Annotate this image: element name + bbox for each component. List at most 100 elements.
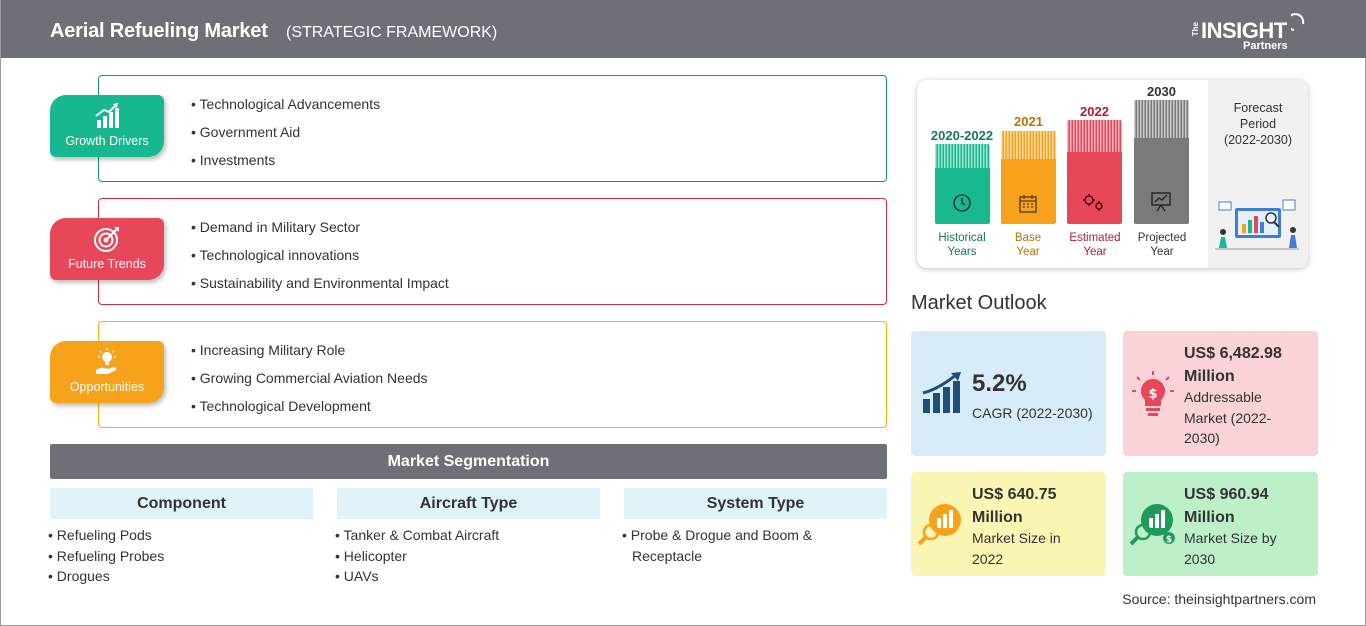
desc-line: Market Size by — [1184, 530, 1277, 546]
list-item: Demand in Military Sector — [191, 216, 449, 244]
segment-list: Probe & Drogue and Boom & Receptacle — [622, 525, 832, 566]
coin-magnifier-icon — [917, 504, 961, 546]
label-line: Period — [1239, 117, 1277, 131]
list-item: Technological Development — [191, 395, 428, 423]
list-item: UAVs — [335, 566, 600, 587]
timeline-label: Projected Year — [1126, 231, 1198, 259]
list-item: Drogues — [48, 566, 313, 587]
segment-list: Refueling Pods Refueling Probes Drogues — [48, 525, 313, 587]
label-line: Year — [1016, 246, 1040, 258]
size-2030-value: US$ 960.94 Million — [1184, 483, 1269, 529]
timeline-year: 2022 — [1080, 104, 1109, 119]
timeline-label: Historical Years — [927, 231, 997, 259]
idea-dollar-icon: $ — [1132, 371, 1174, 416]
timeline-bar — [1067, 120, 1122, 224]
growth-drivers-badge: Growth Drivers — [50, 95, 164, 157]
addressable-value: US$ 6,482.98 Million — [1184, 342, 1282, 388]
timeline-year: 2021 — [1014, 114, 1043, 129]
timeline-year: 2030 — [1147, 84, 1176, 99]
source-citation: Source: theinsightpartners.com — [1122, 591, 1316, 607]
list-item: Increasing Military Role — [191, 339, 428, 367]
label-line: Base — [1014, 232, 1042, 244]
bar-growth-icon — [922, 372, 961, 413]
timeline-bar — [1001, 131, 1056, 224]
future-trends-list: Demand in Military Sector Technological … — [191, 216, 449, 300]
desc-line: 2030 — [1184, 550, 1216, 567]
segment-title: Component — [50, 488, 313, 519]
timeline-year: 2020-2022 — [930, 128, 994, 143]
timeline-bar — [1134, 100, 1189, 224]
market-size-2022-card: US$ 640.75 Million Market Size in 2022 — [911, 472, 1106, 576]
growth-drivers-list: Technological Advancements Government Ai… — [191, 93, 381, 177]
value-line: Million — [1184, 509, 1235, 526]
size-2030-desc: Market Size by 2030 — [1184, 528, 1277, 569]
clock-history-icon — [953, 194, 971, 212]
value-line: Million — [1184, 368, 1235, 385]
list-item: Investments — [191, 149, 380, 177]
list-item: Technological Advancements — [191, 93, 381, 121]
desc-line: Addressable — [1184, 389, 1262, 405]
insight-partners-logo: The INSIGHT Partners — [1191, 10, 1311, 52]
list-item: Refueling Pods — [48, 525, 313, 546]
list-item: Sustainability and Environmental Impact — [191, 272, 449, 300]
badge-label: Future Trends — [68, 257, 146, 271]
list-item: Government Aid — [191, 121, 380, 149]
timeline-year-estimated: 2022 — [1067, 104, 1122, 119]
analytics-people-icon — [1215, 199, 1299, 250]
timeline-year-base: 2021 — [1001, 114, 1056, 129]
list-item: Technological innovations — [191, 244, 449, 272]
list-item: Probe & Drogue and Boom & Receptacle — [622, 525, 832, 566]
segmentation-header: Market Segmentation — [50, 444, 887, 479]
label-line: Years — [947, 246, 977, 258]
label-line: Historical — [938, 232, 986, 244]
cagr-value: 5.2% — [972, 370, 1027, 397]
list-item: Helicopter — [335, 546, 600, 567]
future-trends-badge: Future Trends — [50, 218, 164, 280]
label-line: Estimated — [1069, 232, 1121, 244]
calendar-icon — [1019, 195, 1037, 213]
segment-system-type: System Type Probe & Drogue and Boom & Re… — [624, 488, 887, 566]
logo-arc-icon — [1291, 13, 1305, 31]
segment-title: Aircraft Type — [337, 488, 600, 519]
target-icon — [94, 227, 119, 252]
list-item: Tanker & Combat Aircraft — [335, 525, 600, 546]
segment-title: System Type — [624, 488, 887, 519]
timeline-bar — [935, 144, 990, 224]
bar-stripes — [1134, 100, 1189, 138]
timeline-year-projected: 2030 — [1134, 84, 1189, 99]
value-line: US$ 6,482.98 — [1184, 345, 1282, 362]
header-bar: Aerial Refueling Market (STRATEGIC FRAME… — [1, 0, 1366, 58]
segment-component: Component Refueling Pods Refueling Probe… — [50, 488, 313, 587]
label-line: Forecast — [1233, 101, 1283, 115]
value-line: Million — [972, 509, 1023, 526]
size-2022-desc: Market Size in 2022 — [972, 528, 1061, 569]
list-item: Growing Commercial Aviation Needs — [191, 367, 428, 395]
opportunities-badge: Opportunities — [50, 341, 164, 403]
badge-label: Growth Drivers — [65, 134, 149, 148]
label-line: (2022-2030) — [1223, 133, 1293, 147]
badge-label: Opportunities — [69, 380, 145, 394]
timeline-card: 2020-2022 Historical Years 2021 — [917, 80, 1308, 268]
logo-the: The — [1191, 22, 1200, 37]
timeline-label: Estimated Year — [1059, 231, 1131, 259]
addressable-market-card: $ US$ 6,482.98 Million Addressable Marke… — [1123, 331, 1318, 456]
desc-line: 2030) — [1184, 430, 1220, 446]
bar-stripes — [1067, 120, 1122, 152]
svg-text:$: $ — [1166, 535, 1172, 545]
label-line: Year — [1150, 246, 1174, 258]
size-2022-value: US$ 640.75 Million — [972, 483, 1057, 529]
bar-stripes — [935, 144, 990, 168]
lightbulb-hand-icon — [96, 348, 117, 374]
desc-line: Market (2022- — [1184, 409, 1272, 426]
value-line: US$ 960.94 — [1184, 486, 1269, 503]
forecast-period-label: Forecast Period (2022-2030) — [1208, 100, 1308, 148]
page-title: Aerial Refueling Market — [50, 20, 268, 42]
gears-icon — [1083, 194, 1103, 211]
future-trends-box: Demand in Military Sector Technological … — [98, 198, 887, 305]
label-line: Projected — [1137, 232, 1187, 244]
label-line: Year — [1083, 246, 1107, 258]
bar-stripes — [1001, 131, 1056, 159]
growth-drivers-box: Technological Advancements Government Ai… — [98, 75, 887, 182]
list-item: Refueling Probes — [48, 546, 313, 567]
